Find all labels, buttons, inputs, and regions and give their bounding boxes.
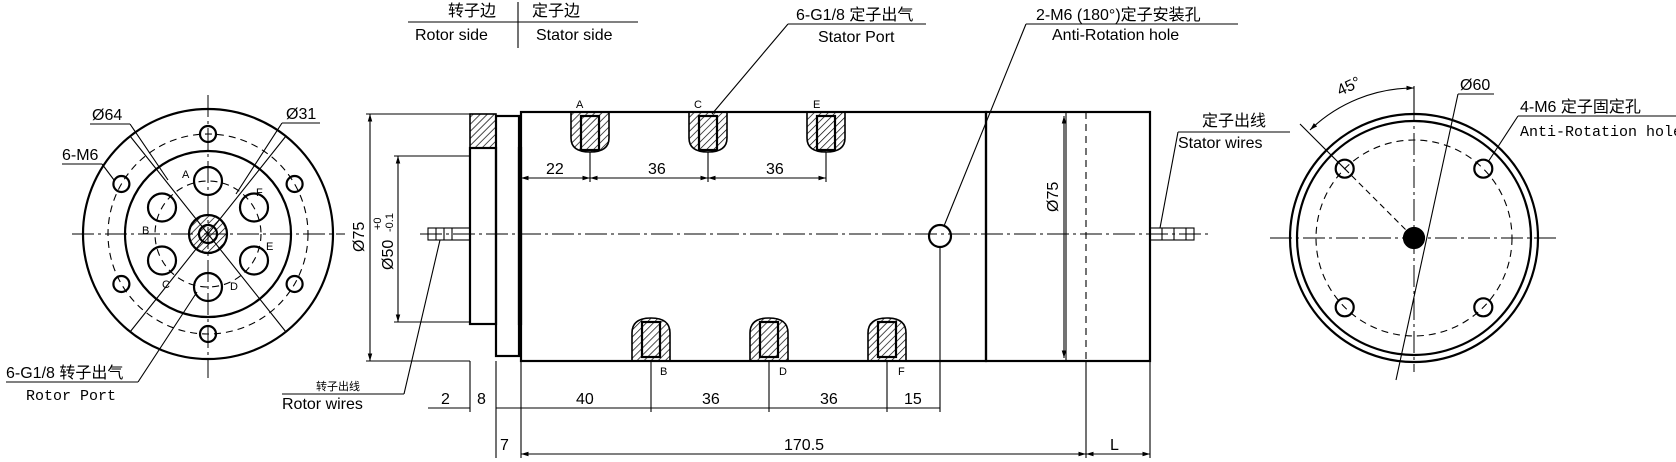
m6-bolt-holes [112,124,304,344]
bottom-port-b: B [660,366,667,378]
port-label-a: A [182,169,190,181]
left-end-view: A B C D E F Ø64 6-M6 Ø31 6-G1/8 转子出气 Rot… [6,95,345,405]
dim-6m6: 6-M6 [62,147,99,164]
dim-d60: Ø60 [1460,77,1490,94]
rotor-port-holes [146,165,270,303]
side-legend: 转子边 Rotor side 定子边 Stator side [408,2,638,48]
dim-bot-36b: 36 [820,391,838,408]
stator-side-cn: 定子边 [532,2,580,20]
dim-170-5: 170.5 [784,437,824,454]
port-label-f: F [256,187,263,199]
stator-port-en: Stator Port [818,29,895,46]
dim-d50: Ø50 [380,240,397,270]
right-end-view: 45° Ø60 4-M6 定子固定孔 Anti-Rotation hole [1270,74,1676,381]
bottom-ports: B D F [631,317,907,378]
angle-45: 45° [1335,74,1364,100]
anti-rot-en: Anti-Rotation hole [1052,27,1179,44]
dim-d64: Ø64 [92,107,122,124]
top-port-e: E [813,99,820,111]
dim-d50-tol-minus: -0.1 [384,213,396,232]
port-label-d: D [230,281,238,293]
top-ports: A C E [570,99,846,153]
side-view: A C E B D F Ø75 Ø50 +0 -0.1 Ø75 [282,6,1290,458]
dim-l: L [1110,437,1119,454]
bottom-port-f: F [898,366,905,378]
rotor-port-en: Rotor Port [26,388,116,405]
stator-fix-cn: 4-M6 定子固定孔 [1520,98,1641,116]
dim-bot-36a: 36 [702,391,720,408]
dim-d31: Ø31 [286,106,316,123]
rotor-side-en: Rotor side [415,27,488,44]
top-port-a: A [576,99,584,111]
dim-bot-40: 40 [576,391,594,408]
port-label-e: E [266,241,273,253]
rotor-port-cn: 6-G1/8 转子出气 [6,364,123,382]
port-label-c: C [162,279,170,291]
stator-wires-en: Stator wires [1178,135,1262,152]
rotor-wires-cn: 转子出线 [316,379,360,393]
dim-top-36b: 36 [766,161,784,178]
dim-top-36a: 36 [648,161,666,178]
dim-d75-body: Ø75 [1045,182,1062,212]
dim-bot-15: 15 [904,391,922,408]
rotor-side-cn: 转子边 [448,2,496,20]
dim-bot-8: 8 [477,391,486,408]
dim-7: 7 [500,437,509,454]
stator-wires-cn: 定子出线 [1202,112,1266,130]
stator-port-cn: 6-G1/8 定子出气 [796,6,913,24]
top-port-c: C [694,99,702,111]
bottom-port-d: D [779,366,787,378]
dim-d75-left: Ø75 [351,222,368,252]
dim-d50-tol-plus: +0 [372,217,384,230]
stator-side-en: Stator side [536,27,613,44]
rotor-wires-en: Rotor wires [282,396,363,413]
port-label-b: B [142,225,149,237]
anti-rot-cn: 2-M6 (180°)定子安装孔 [1036,6,1201,24]
stator-fix-en: Anti-Rotation hole [1520,124,1676,141]
dim-top-22: 22 [546,161,564,178]
dim-bot-2: 2 [441,391,450,408]
